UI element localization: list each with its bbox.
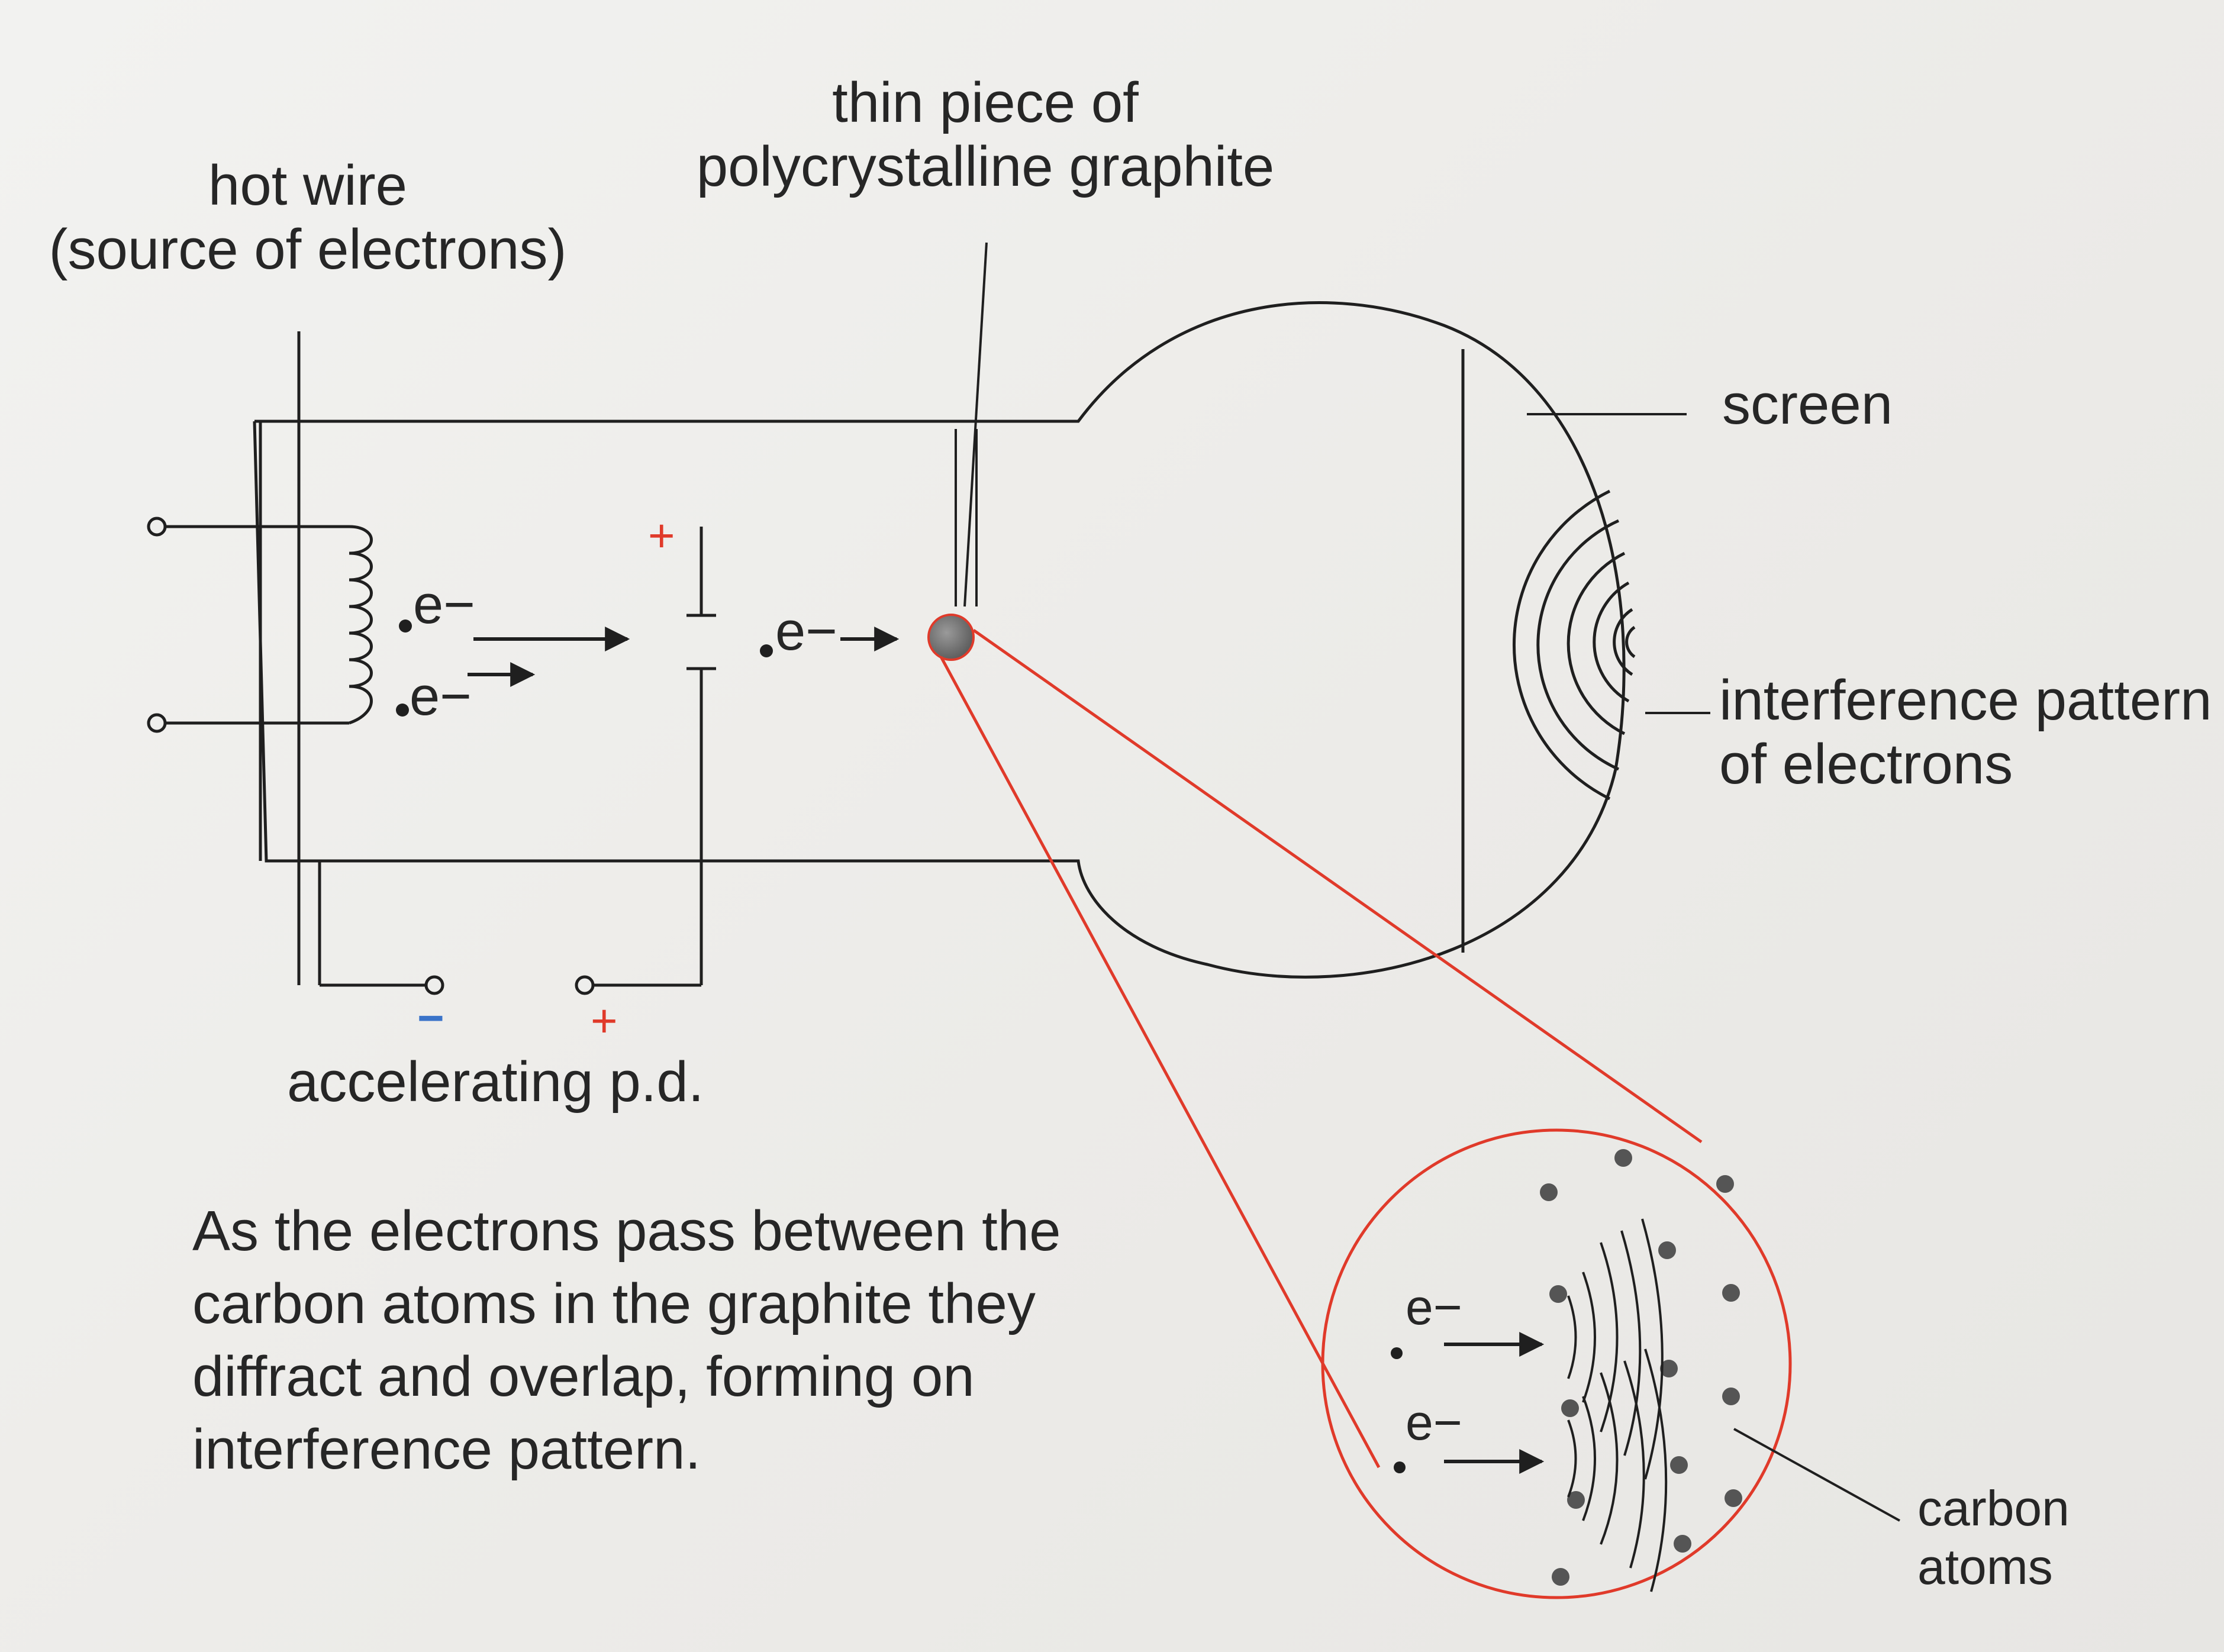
filament-coil: [349, 525, 373, 725]
interference-label-line2: of electrons: [1719, 732, 2013, 796]
magnified-view: [1321, 1128, 1792, 1599]
hot-wire-label: hot wire (source of electrons): [36, 154, 580, 281]
zoom-lines: [939, 628, 1703, 1469]
terminal-plus-sign: +: [591, 995, 618, 1047]
carbon-label-line1: carbon: [1917, 1480, 2070, 1536]
caption: As the electrons pass between the carbon…: [192, 1199, 1061, 1481]
electron-beam-arrows: [468, 627, 900, 687]
electron-dots: [396, 620, 773, 717]
carbon-label-line2: atoms: [1917, 1539, 2053, 1595]
graphite-label: thin piece of polycrystalline graphite: [657, 71, 1314, 198]
electron-symbol-5: e−: [1406, 1395, 1462, 1450]
electron-symbol-3: e−: [775, 601, 837, 662]
carbon-atoms-label: carbon atoms: [1917, 1479, 2070, 1596]
accelerating-pd-label: accelerating p.d.: [287, 1050, 704, 1114]
magnified-electrons: [1391, 1332, 1545, 1474]
electron-symbol-1: e−: [413, 575, 475, 635]
terminal-minus-sign: −: [417, 992, 444, 1044]
interference-pattern: [1512, 489, 1636, 801]
carbon-label-line: [1733, 1428, 1900, 1522]
anode-plus-sign: +: [648, 509, 675, 562]
hot-wire-title: hot wire: [208, 154, 408, 217]
graphite-label-line1: thin piece of: [832, 71, 1139, 134]
anode: [575, 527, 716, 995]
interference-label: interference pattern of electrons: [1719, 669, 2212, 796]
tube-outline: [253, 301, 1626, 979]
interference-label-line1: interference pattern: [1719, 669, 2212, 732]
carbon-atoms: [1540, 1149, 1742, 1586]
graphite-sample: [927, 614, 975, 661]
graphite-holder: [955, 242, 988, 607]
graphite-label-line2: polycrystalline graphite: [696, 134, 1275, 198]
electron-symbol-2: e−: [410, 666, 472, 727]
hot-wire-subtitle: (source of electrons): [49, 217, 567, 281]
hot-wire-circuit: [147, 331, 444, 995]
diffraction-wavefronts: [1567, 1218, 1668, 1592]
screen-label: screen: [1722, 373, 1893, 436]
electron-symbol-4: e−: [1406, 1279, 1462, 1335]
